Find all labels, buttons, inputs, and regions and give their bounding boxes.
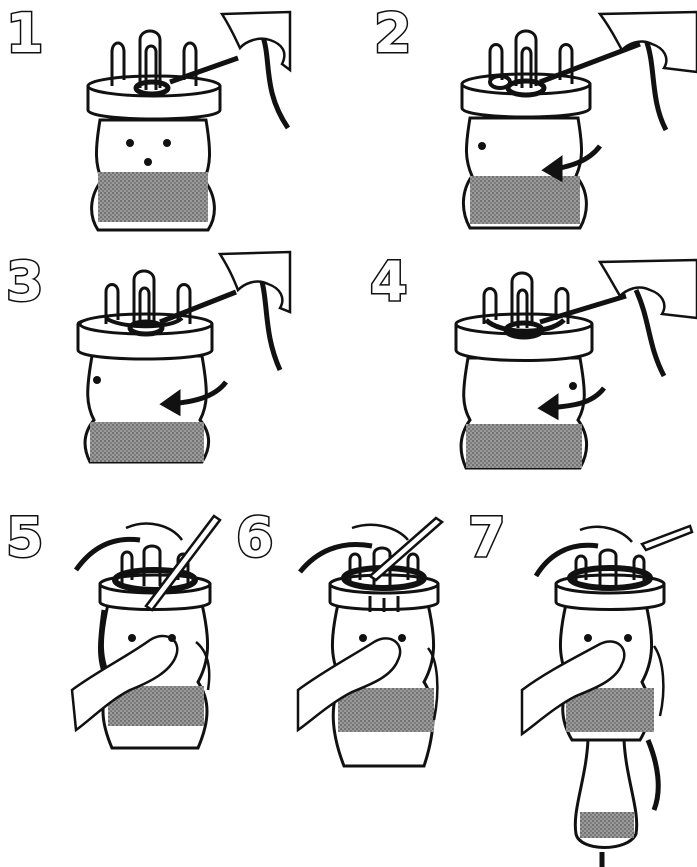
step-3-number: 3 (6, 250, 44, 313)
spool-pegs-icon (484, 273, 568, 337)
face-dot (398, 634, 406, 642)
step-7-panel: 7 (468, 506, 692, 867)
hand-icon (220, 252, 290, 312)
face-dot (624, 634, 632, 642)
step-1-panel: 1 (6, 2, 290, 230)
step-2-panel: 2 (374, 2, 697, 228)
step-5-panel: 5 (6, 506, 220, 748)
hand-icon (600, 260, 697, 318)
hand-icon (600, 12, 697, 72)
step-7-number: 7 (468, 506, 506, 569)
step-4-number: 4 (370, 250, 408, 313)
face-dot (93, 376, 101, 384)
step-4-panel: 4 (370, 250, 697, 468)
face-dot (584, 634, 592, 642)
crochet-hook-icon (642, 526, 692, 550)
knitting-spool-icon (88, 76, 220, 230)
step-2-number: 2 (374, 2, 412, 65)
face-dot (128, 634, 136, 642)
step-6-number: 6 (236, 506, 274, 569)
step-3-panel: 3 (6, 250, 290, 462)
face-dot (168, 634, 176, 642)
face-dot (359, 634, 367, 642)
knitting-spool-icon (556, 575, 664, 848)
step-5-number: 5 (6, 506, 44, 569)
step-6-panel: 6 (236, 506, 442, 766)
face-dot (478, 142, 486, 150)
face-dot (569, 382, 577, 390)
step-1-number: 1 (6, 2, 44, 65)
